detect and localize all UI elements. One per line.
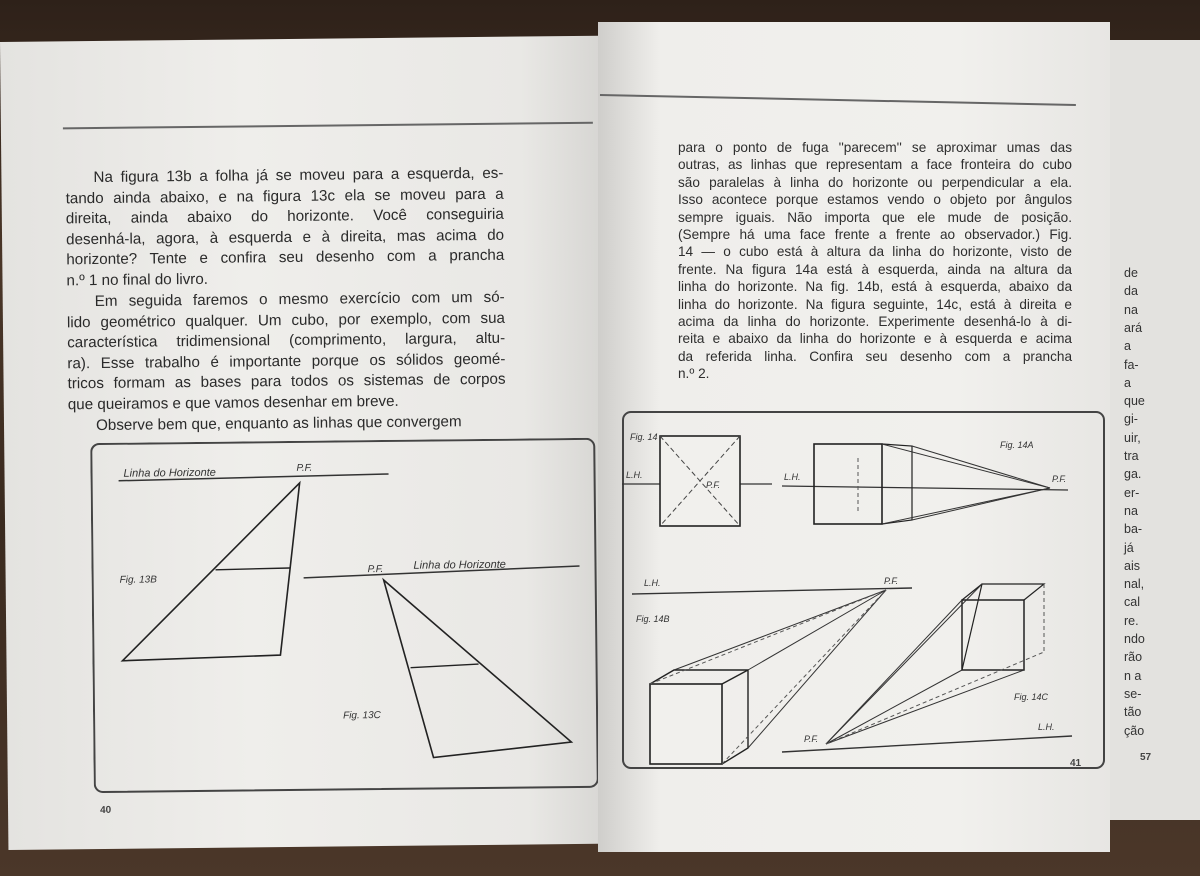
text-fragment: n a xyxy=(1124,668,1142,683)
page-number-57: 57 xyxy=(1140,752,1152,763)
text-fragment: re. xyxy=(1124,613,1139,628)
text-line: Em seguida faremos o mesmo exercício com… xyxy=(94,288,505,311)
fig-13b-label: Fig. 13B xyxy=(120,574,158,585)
page-number-40: 40 xyxy=(99,804,112,816)
text-fragment: da xyxy=(1124,284,1138,299)
text-line: linha do horizonte. Na fig. 14b, está à … xyxy=(678,279,1072,295)
figure-14-box: Fig. 14 L.H. P.F. Fig. 14A L.H. P.F. L.H… xyxy=(622,411,1105,769)
horizon-label-13c: Linha do Horizonte xyxy=(413,559,505,572)
header-rule xyxy=(62,121,593,130)
text-line: frente. Na figura 14a está à esquerda, a… xyxy=(678,261,1072,277)
text-line: outras, as linhas que representam a face… xyxy=(678,157,1072,173)
cube-14c xyxy=(961,599,1025,671)
text-fragment: tra xyxy=(1124,449,1139,463)
text-fragment: uir, xyxy=(1124,430,1141,445)
text-line: sempre iguais. Não importa que ele mude … xyxy=(678,209,1072,225)
text-line: da referida linha. Confira seu desenho c… xyxy=(678,348,1072,364)
text-fragment: na xyxy=(1124,503,1138,518)
text-fragment: que xyxy=(1124,394,1145,409)
text-line: linha do horizonte. Na figura seguinte, … xyxy=(678,296,1072,312)
text-fragment: nal, xyxy=(1124,577,1145,592)
fig-14a-label: Fig. 14A xyxy=(1000,440,1034,450)
text-line: n.º 1 no final do livro. xyxy=(66,270,209,290)
text-fragment: cal xyxy=(1124,595,1140,610)
pf-label-14b: P.F. xyxy=(884,576,898,586)
text-fragment: ará xyxy=(1124,320,1143,335)
fig-14c-label: Fig. 14C xyxy=(1014,692,1049,702)
text-fragment: na xyxy=(1124,302,1138,317)
pf-label-13b: P.F. xyxy=(296,463,312,474)
text-fragment: se- xyxy=(1124,686,1142,701)
pf-label-14: P.F. xyxy=(706,480,720,490)
text-fragment: ga. xyxy=(1124,467,1142,482)
text-line: (Sempre há uma face frente a frente ao o… xyxy=(678,227,1072,242)
text-fragment: fa- xyxy=(1124,357,1139,372)
pf-label-13c: P.F. xyxy=(367,564,383,575)
lh-label-14c: L.H. xyxy=(1038,722,1055,732)
horizon-line-13c xyxy=(303,565,580,579)
cube-14b xyxy=(649,683,723,765)
text-fragment: de xyxy=(1124,266,1138,280)
text-fragment: tão xyxy=(1124,705,1142,720)
text-line: Observe bem que, enquanto as linhas que … xyxy=(95,413,462,435)
text-fragment: a xyxy=(1124,339,1131,354)
text-line: Isso acontece porque estamos vendo o obj… xyxy=(678,192,1072,208)
pf-label-14a: P.F. xyxy=(1052,474,1066,484)
shape-13b xyxy=(120,480,301,662)
right-page: para o ponto de fuga ''parecem'' se apro… xyxy=(598,22,1110,852)
text-line: são paralelas à linha do horizonte ou pe… xyxy=(678,174,1072,190)
horizon-label-13b: Linha do Horizonte xyxy=(123,467,215,480)
text-line: horizonte? Tente e confira seu desenho c… xyxy=(66,247,505,269)
lh-label-14a: L.H. xyxy=(784,472,801,482)
header-rule xyxy=(599,94,1076,106)
text-line: desenhá-la, agora, à esquerda e à direit… xyxy=(65,226,505,249)
text-fragment: gi- xyxy=(1124,412,1138,427)
text-line: tricos formam as bases para todos os sis… xyxy=(67,371,506,393)
text-line: 14 — o cubo está à altura da linha do ho… xyxy=(678,244,1072,260)
fig-14-label: Fig. 14 xyxy=(630,432,658,442)
text-line: reita e abaixo da linha do horizonte e à… xyxy=(678,331,1072,347)
pf-label-14c: P.F. xyxy=(804,734,818,744)
text-fragment: ais xyxy=(1124,558,1140,573)
figure-13-box: Linha do Horizonte P.F. Fig. 13B P.F. Li… xyxy=(90,437,599,793)
text-line: ra). Esse trabalho é importante porque o… xyxy=(67,350,506,373)
text-line: que queiramos e que vamos desenhar em br… xyxy=(67,392,399,414)
third-page-edge: de da na ará a fa-a que gi-uir, tra ga. er-na ba-já… xyxy=(1110,40,1200,820)
text-line: tando ainda abaixo, e na figura 13c ela … xyxy=(65,185,504,207)
text-line: característica tridimensional (comprimen… xyxy=(67,329,506,352)
shape-13c xyxy=(382,577,574,759)
text-fragment: ba- xyxy=(1124,522,1143,537)
text-line: direita, ainda abaixo do horizonte. Você… xyxy=(65,205,504,228)
text-line: acima da linha do horizonte. Experimente… xyxy=(678,314,1072,329)
text-line: Na figura 13b a folha já se moveu para a… xyxy=(93,164,504,187)
text-line: n.º 2. xyxy=(678,366,710,382)
horizon-line-13b xyxy=(118,473,389,482)
text-fragment: ção xyxy=(1124,723,1145,738)
lh-label-14b: L.H. xyxy=(644,578,661,588)
text-fragment: rão xyxy=(1124,650,1143,665)
text-fragment: já xyxy=(1124,540,1134,555)
fig-14b-label: Fig. 14B xyxy=(636,614,670,624)
text-fragment: ndo xyxy=(1124,632,1145,646)
text-line: para o ponto de fuga ''parecem'' se apro… xyxy=(678,140,1072,155)
text-fragment: a xyxy=(1124,375,1131,390)
left-page: Na figura 13b a folha já se moveu para a… xyxy=(0,35,621,850)
fig-13c-label: Fig. 13C xyxy=(343,710,382,721)
cube-14a xyxy=(813,443,883,525)
lh-label-14: L.H. xyxy=(626,470,643,480)
text-line: lido geométrico qualquer. Um cubo, por e… xyxy=(66,309,506,331)
text-fragment: er- xyxy=(1124,485,1140,500)
page-number-41: 41 xyxy=(1070,758,1082,769)
